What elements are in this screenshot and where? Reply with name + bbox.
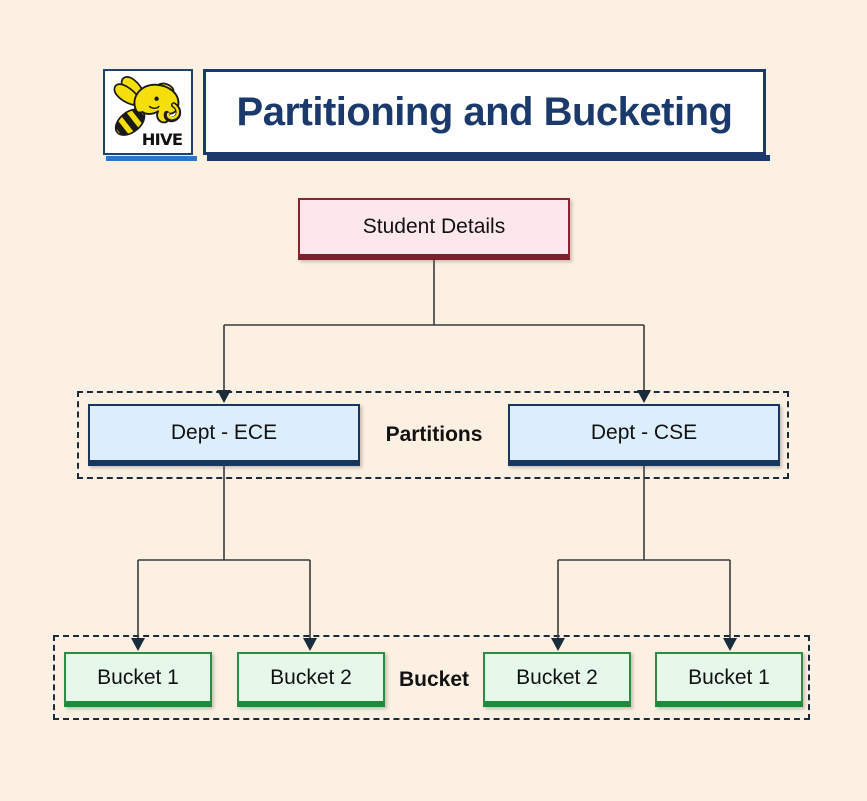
page-title: Partitioning and Bucketing [236, 89, 733, 134]
node-dept-ece-label: Dept - ECE [170, 421, 278, 444]
partitions-group-label: Partitions [385, 423, 483, 446]
node-student-details-label: Student Details [362, 215, 506, 238]
buckets-group-label: Bucket [398, 667, 470, 691]
node-bucket2-cse: Bucket 2 [483, 652, 631, 707]
node-bucket2-ece-label: Bucket 2 [270, 665, 352, 689]
hive-logo-text: HIVE [142, 130, 183, 149]
node-bucket2-cse-label: Bucket 2 [516, 665, 598, 689]
hive-logo-box: HIVE [103, 69, 197, 161]
partitions-group-outline [77, 391, 789, 479]
node-student-details: Student Details [298, 198, 570, 260]
node-dept-ece: Dept - ECE [88, 404, 360, 466]
title-banner: Partitioning and Bucketing [203, 69, 770, 161]
hive-bee-icon: HIVE [111, 76, 183, 149]
node-bucket1-cse-label: Bucket 1 [688, 665, 770, 689]
node-bucket1-cse: Bucket 1 [655, 652, 803, 707]
node-dept-cse: Dept - CSE [508, 404, 780, 466]
node-bucket1-ece-label: Bucket 1 [97, 665, 179, 689]
buckets-group-outline [53, 635, 810, 720]
node-bucket2-ece: Bucket 2 [237, 652, 385, 707]
node-bucket1-ece: Bucket 1 [64, 652, 212, 707]
node-dept-cse-label: Dept - CSE [590, 421, 698, 444]
